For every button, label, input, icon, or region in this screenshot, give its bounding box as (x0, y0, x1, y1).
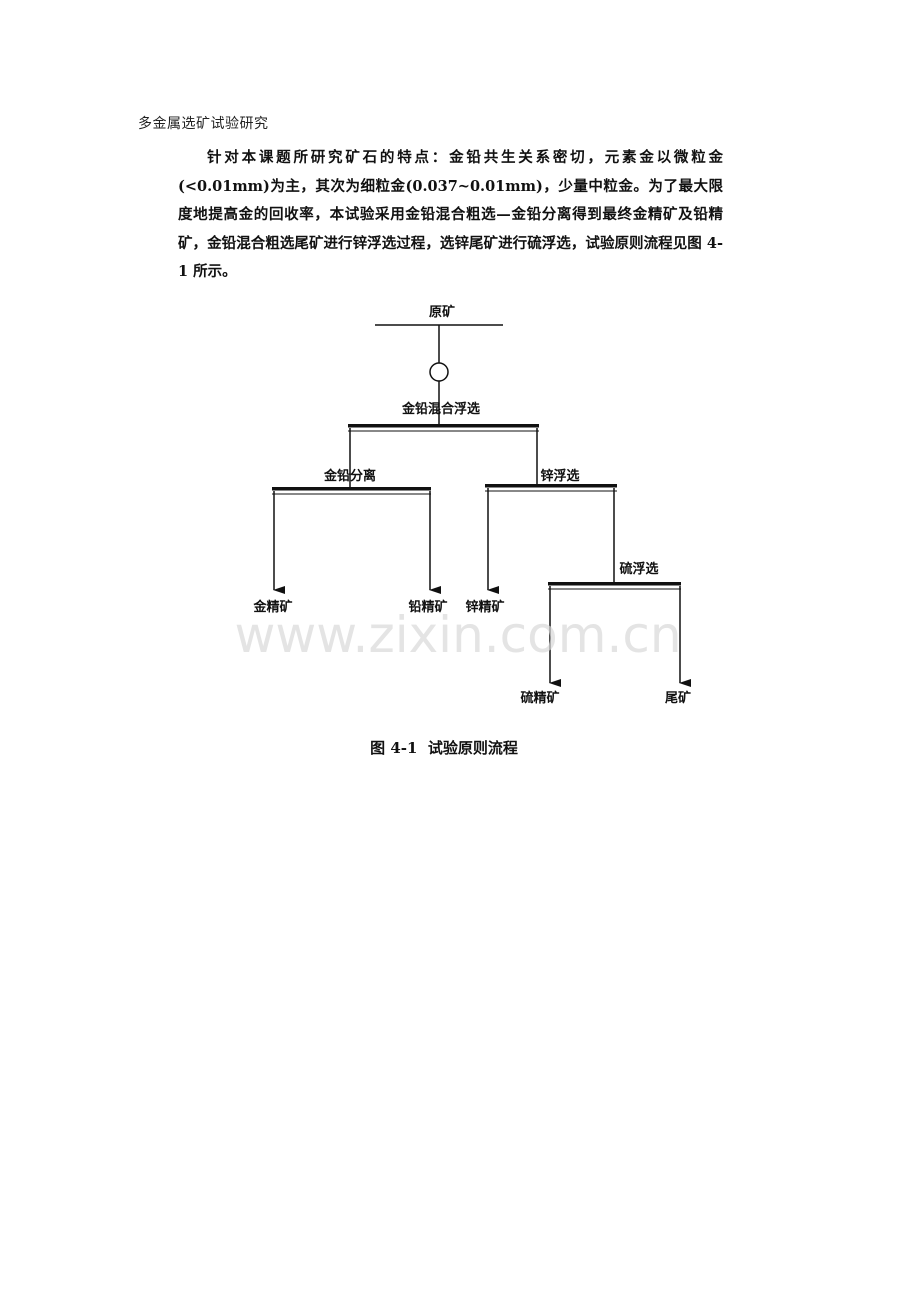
body-text: 针对本课题所研究矿石的特点：金铅共生关系密切，元素金以微粒金(<0.01mm)为… (178, 144, 723, 287)
s-concentrate-label: 硫精矿 (520, 690, 559, 706)
au-pb-separation-bar (272, 487, 431, 491)
figure-caption: 图 4-1 试验原则流程 (370, 739, 518, 757)
grinding-circle-icon (429, 362, 449, 382)
au-concentrate-label: 金精矿 (252, 599, 292, 615)
mixed-flotation-bar (348, 424, 539, 428)
mixed-flotation-label: 金铅混合浮选 (401, 401, 480, 417)
s-flotation-label: 硫浮选 (619, 561, 658, 577)
zn-concentrate-label: 锌精矿 (465, 599, 504, 615)
intro-paragraph: 针对本课题所研究矿石的特点：金铅共生关系密切，元素金以微粒金(<0.01mm)为… (178, 149, 723, 280)
watermark: www.zixin.com.cn (234, 606, 681, 664)
zn-flotation-label: 锌浮选 (540, 468, 579, 484)
au-pb-separation-label: 金铅分离 (323, 468, 376, 484)
tailings-label: 尾矿 (665, 690, 691, 706)
zn-flotation-bar (485, 484, 617, 488)
pb-concentrate-label: 铅精矿 (408, 599, 447, 615)
feed-label: 原矿 (429, 304, 455, 320)
s-flotation-bar (548, 582, 681, 586)
page-header: 多金属选矿试验研究 (138, 116, 269, 132)
